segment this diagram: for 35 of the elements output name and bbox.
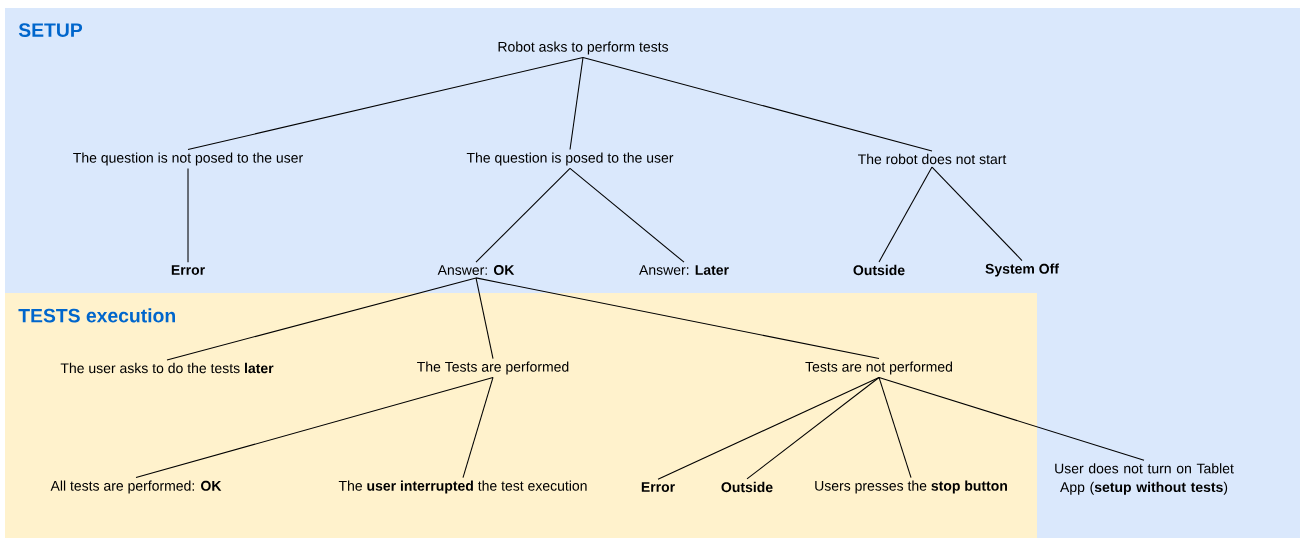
node-label: Answer: Later xyxy=(639,265,729,275)
node-label: Outside xyxy=(721,481,773,493)
node-label: The user asks to do the tests later xyxy=(60,362,274,374)
node-label: The question is not posed to the user xyxy=(73,152,303,166)
node-label: Answer: OK xyxy=(437,265,515,275)
node-label: Users presses the stop button xyxy=(815,480,1007,494)
connector-line xyxy=(187,167,189,263)
node-label: The user interrupted the test execution xyxy=(338,480,587,494)
connector-line xyxy=(462,376,494,479)
connector-line xyxy=(582,56,933,152)
connector-line xyxy=(878,166,933,263)
node-label: The question is posed to the user xyxy=(466,152,674,166)
connector-line xyxy=(475,167,571,263)
connector-line xyxy=(657,376,880,480)
connector-line xyxy=(187,56,584,151)
connector-line xyxy=(135,376,494,479)
connector-line xyxy=(569,167,685,263)
node-label: User does not turn on Tablet App (setup without tests) xyxy=(1055,463,1234,495)
connector-line xyxy=(931,166,1023,262)
connector-line xyxy=(746,376,880,480)
node-label: The robot does not start xyxy=(858,153,1007,165)
node-label: Error xyxy=(171,265,205,275)
node-label: All tests are performed: OK xyxy=(50,480,222,494)
connector-line xyxy=(878,376,1145,461)
connector-line xyxy=(475,277,494,360)
connector-line xyxy=(166,277,477,361)
node-label: The Tests are performed xyxy=(417,361,569,375)
connector-line xyxy=(878,376,912,479)
connector-line xyxy=(569,56,584,151)
node-label: Error xyxy=(641,482,675,492)
node-label: Outside xyxy=(853,264,905,276)
connector-line xyxy=(475,277,880,360)
node-label: System Off xyxy=(985,263,1059,277)
node-label: Robot asks to perform tests xyxy=(498,41,669,55)
node-label: Tests are not performed xyxy=(805,361,952,375)
